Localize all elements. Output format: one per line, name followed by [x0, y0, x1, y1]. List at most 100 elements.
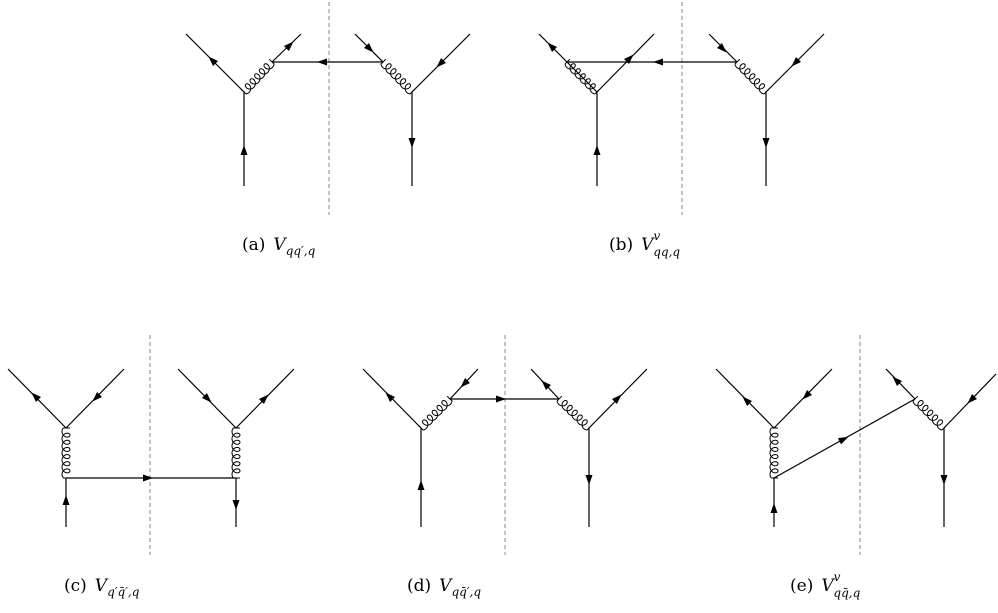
- arrow: [762, 138, 770, 148]
- gluon-coil: [231, 427, 241, 479]
- arrowhead: [385, 392, 396, 403]
- arrow: [283, 41, 294, 52]
- arrowhead: [802, 389, 813, 400]
- gluon: [734, 58, 770, 95]
- arrow: [143, 474, 153, 482]
- arrowhead: [283, 41, 294, 52]
- gluon-coil: [556, 395, 593, 431]
- arrow: [436, 57, 447, 68]
- arrow: [653, 58, 663, 66]
- arrowhead: [417, 480, 425, 490]
- arrow: [593, 145, 601, 155]
- arrow: [547, 42, 558, 53]
- arrow: [258, 394, 269, 405]
- gluon: [556, 395, 593, 431]
- gluon-coil: [564, 58, 601, 95]
- arrow: [611, 394, 622, 405]
- arrow: [967, 393, 978, 404]
- caption-d: (d)Vqq̄′,q: [407, 576, 481, 599]
- arrowhead: [742, 396, 753, 407]
- arrow: [623, 54, 634, 65]
- arrowhead: [611, 394, 622, 405]
- arrow: [802, 389, 813, 400]
- arrowhead: [791, 56, 802, 67]
- arrowhead: [62, 495, 70, 505]
- arrow: [837, 436, 849, 445]
- gluon-coil: [380, 58, 416, 95]
- arrowhead: [762, 138, 770, 148]
- arrow: [62, 495, 70, 505]
- arrow: [31, 392, 42, 403]
- gluon: [231, 427, 241, 479]
- arrowhead: [967, 393, 978, 404]
- gluon: [912, 395, 948, 431]
- arrowhead: [201, 392, 212, 403]
- arrowhead: [837, 436, 849, 445]
- arrowhead: [940, 475, 948, 485]
- gluon: [61, 427, 71, 479]
- arrow: [408, 138, 416, 148]
- gluon: [380, 58, 416, 95]
- gluon: [417, 395, 453, 431]
- gluon-coil: [912, 395, 948, 431]
- arrowhead: [436, 57, 447, 68]
- arrow: [92, 391, 103, 402]
- quark-line: [885, 368, 916, 400]
- gluon-coil: [769, 427, 779, 479]
- arrowhead: [363, 42, 374, 53]
- arrow: [317, 58, 327, 66]
- arrow: [541, 380, 552, 391]
- arrow: [363, 42, 374, 53]
- arrowhead: [143, 474, 153, 482]
- arrow: [892, 376, 903, 387]
- arrow: [585, 475, 593, 485]
- diagram-a: (a)Vqq′,q: [185, 2, 471, 258]
- arrowhead: [208, 56, 219, 67]
- arrow: [232, 500, 240, 510]
- arrowhead: [653, 58, 663, 66]
- arrow: [460, 377, 471, 388]
- arrowhead: [770, 503, 778, 513]
- arrowhead: [547, 42, 558, 53]
- diagram-d: (d)Vqq̄′,q: [362, 335, 648, 599]
- arrowhead: [92, 391, 103, 402]
- gluon-coil: [417, 395, 453, 431]
- gluon: [769, 427, 779, 479]
- arrowhead: [496, 395, 506, 403]
- arrowhead: [585, 475, 593, 485]
- gluon-coil: [61, 427, 71, 479]
- arrowhead: [317, 58, 327, 66]
- arrow: [496, 395, 506, 403]
- arrow: [716, 42, 727, 53]
- arrowhead: [31, 392, 42, 403]
- arrowhead: [258, 394, 269, 405]
- arrow: [385, 392, 396, 403]
- gluon: [240, 58, 275, 95]
- caption-a: (a)Vqq′,q: [242, 235, 316, 258]
- arrowhead: [232, 500, 240, 510]
- arrowhead: [541, 380, 552, 391]
- arrow: [208, 56, 219, 67]
- caption-c: (c)Vq′q̄′,q: [64, 576, 140, 599]
- arrow: [940, 475, 948, 485]
- gluon-coil: [734, 58, 770, 95]
- arrowhead: [408, 138, 416, 148]
- diagram-c: (c)Vq′q̄′,q: [7, 335, 295, 599]
- arrowhead: [892, 376, 903, 387]
- arrowhead: [716, 42, 727, 53]
- arrow: [417, 480, 425, 490]
- arrowhead: [593, 145, 601, 155]
- arrowhead: [460, 377, 471, 388]
- gluon: [564, 58, 601, 95]
- arrowhead: [623, 54, 634, 65]
- quark-line: [596, 33, 655, 93]
- arrow: [742, 396, 753, 407]
- arrowhead: [240, 145, 248, 155]
- arrow: [791, 56, 802, 67]
- gluon-coil: [240, 58, 275, 95]
